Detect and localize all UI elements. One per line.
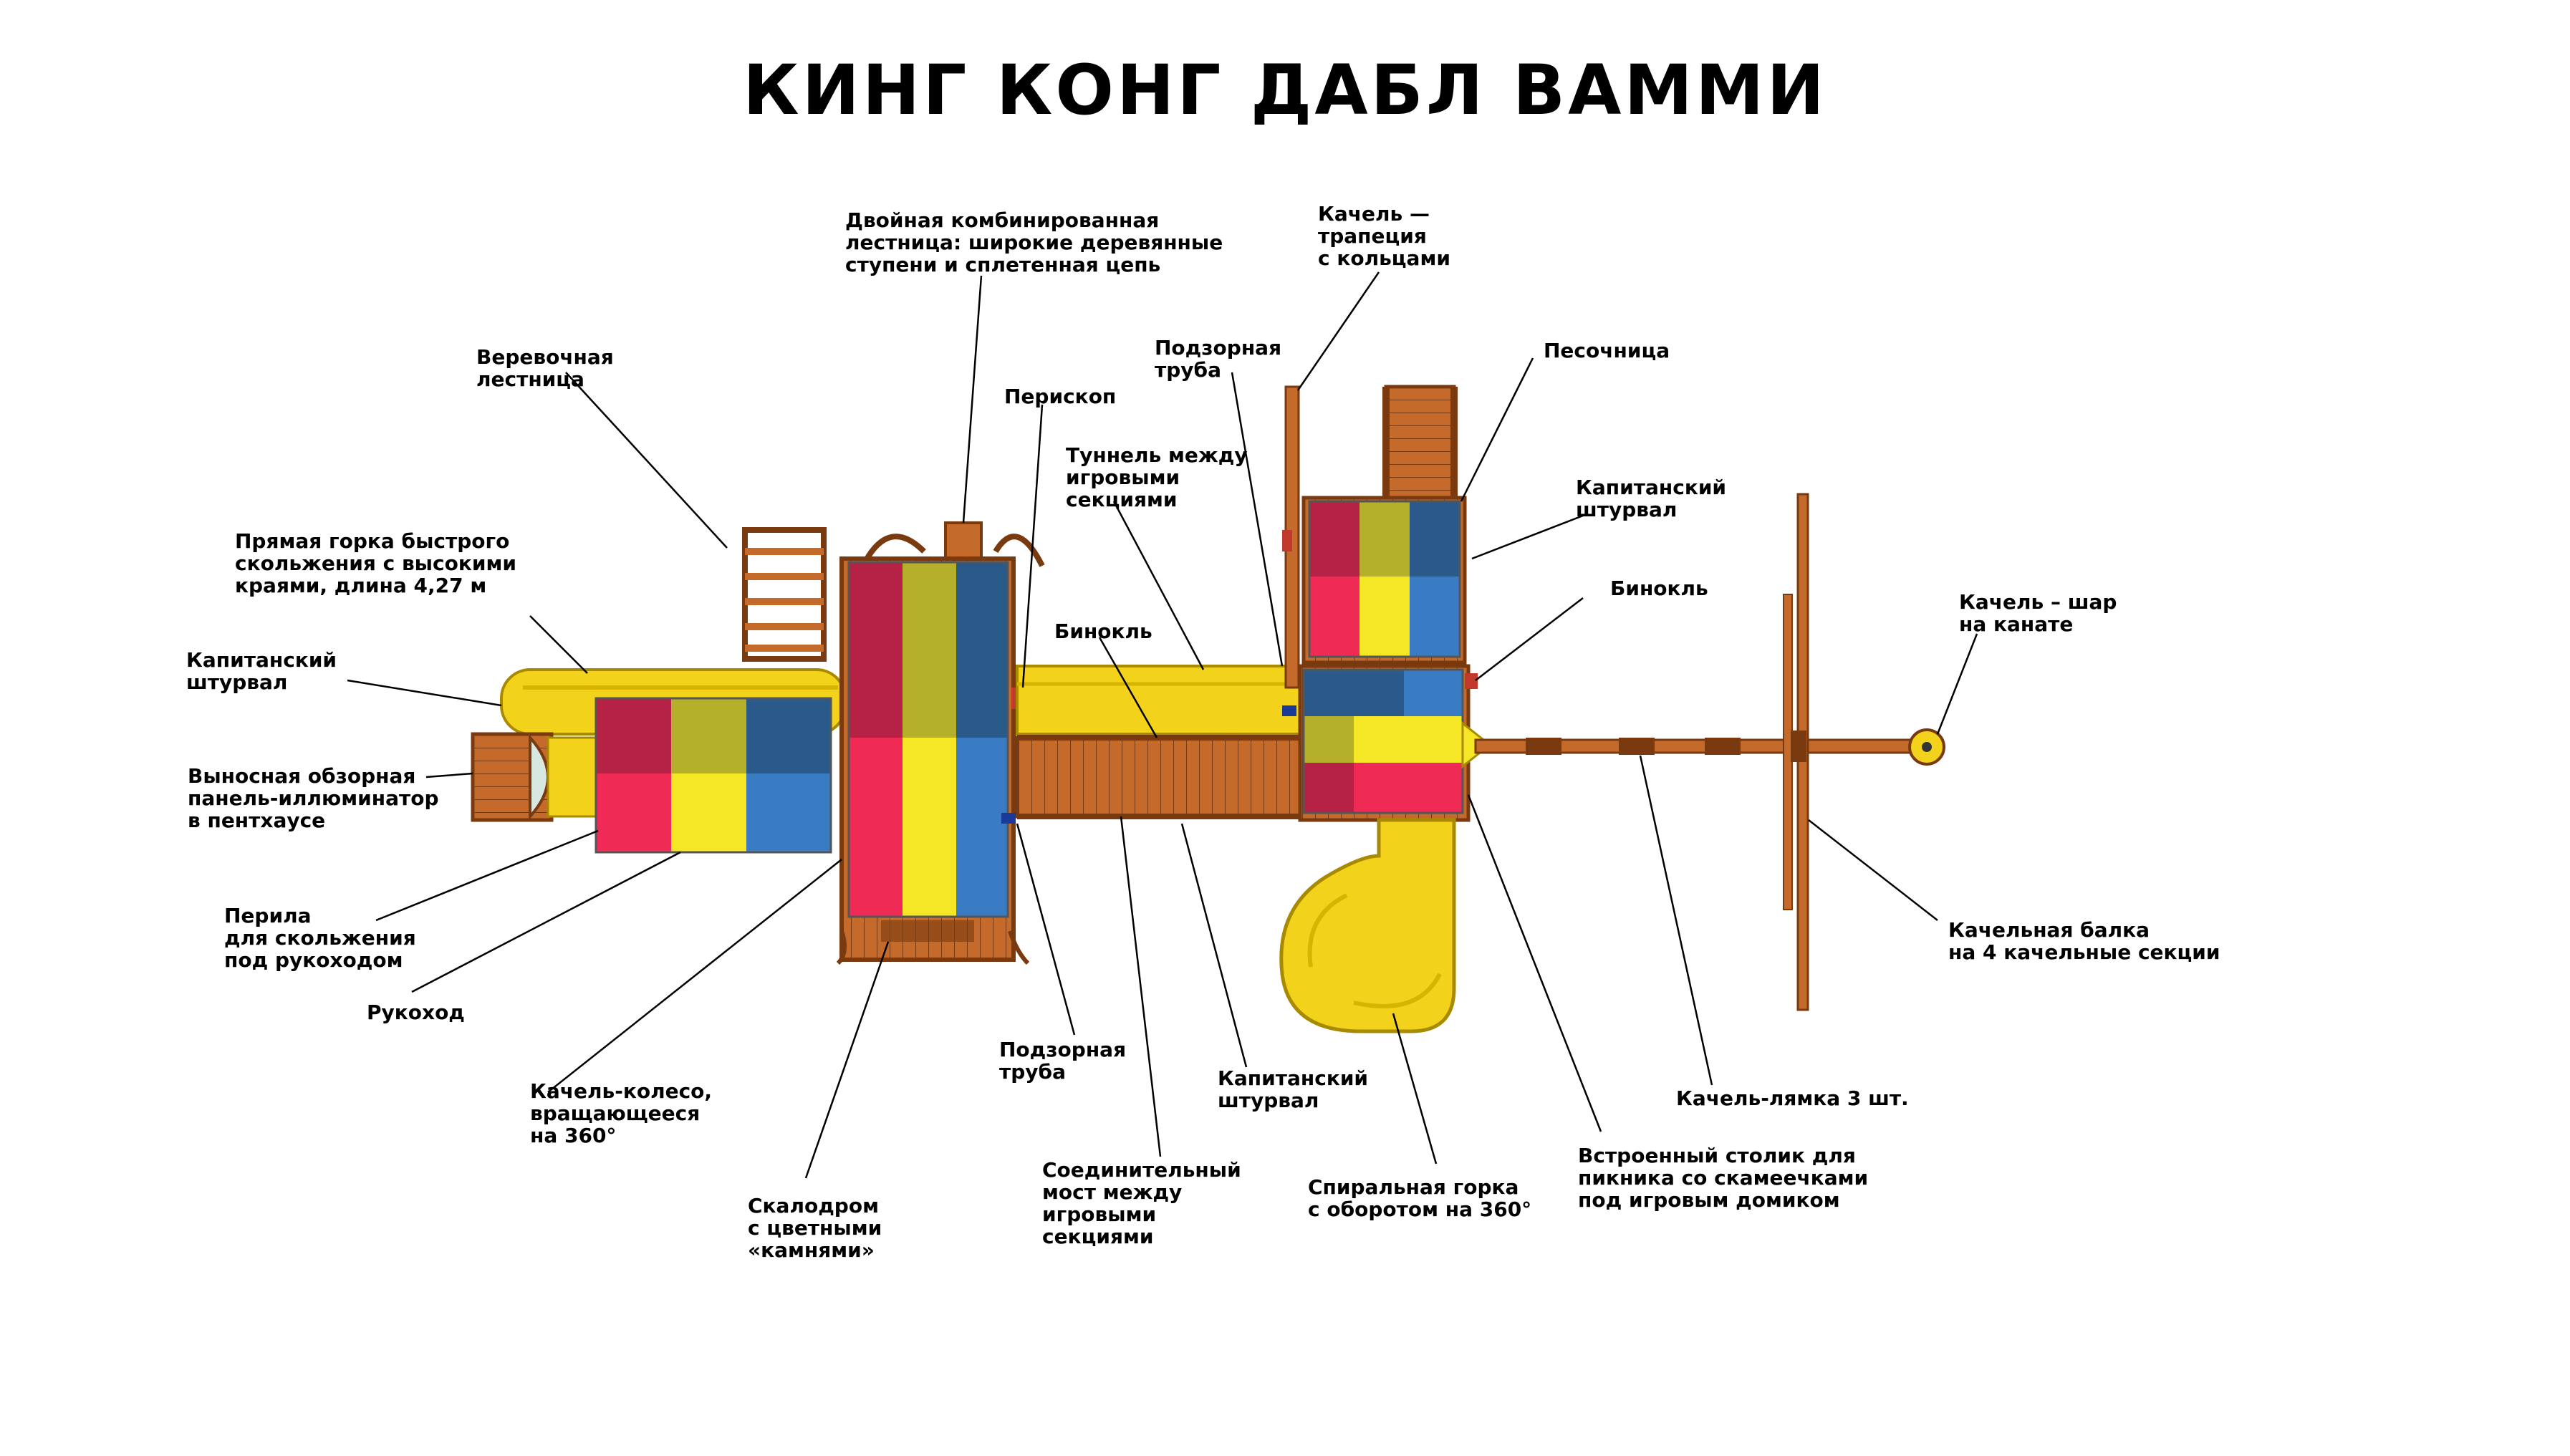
- swing-beam-arm: [1474, 738, 1921, 755]
- label-swing-beam: Качельная балка на 4 качельные секции: [1948, 918, 2220, 964]
- label-periscope: Перископ: [1004, 385, 1117, 408]
- label-spiral-slide: Спиральная горка с оборотом на 360°: [1308, 1175, 1532, 1221]
- left-roof: [595, 697, 832, 854]
- label-double-ladder: Двойная комбинированная лестница: широки…: [845, 208, 1223, 276]
- connecting-bridge: [1015, 735, 1306, 819]
- label-bridge: Соединительный мост между игровыми секци…: [1042, 1158, 1241, 1248]
- label-tire-swing: Качель-колесо, вращающееся на 360°: [530, 1079, 713, 1147]
- swing-beam-post: [1783, 493, 1809, 1011]
- label-ball-swing: Качель – шар на канате: [1959, 590, 2117, 636]
- right-tower-lower-roof: [1298, 664, 1492, 822]
- page-title: КИНГ КОНГ ДАБЛ ВАММИ: [743, 50, 1827, 130]
- tower-bottom-rails: [836, 920, 1030, 965]
- label-picnic-table: Встроенный столик для пикника со скамееч…: [1578, 1144, 1869, 1212]
- label-spyglass-top: Подзорная труба: [1155, 336, 1282, 382]
- label-monkey-bars: Рукоход: [367, 1001, 465, 1024]
- label-belt-swings: Качель-лямка 3 шт.: [1676, 1086, 1909, 1110]
- label-tunnel: Туннель между игровыми секциями: [1066, 443, 1248, 511]
- spyglass-icon: [1282, 705, 1296, 716]
- label-straight-slide: Прямая горка быстрого скольжения с высок…: [235, 529, 516, 597]
- label-sandbox: Песочница: [1544, 339, 1670, 362]
- label-wheel-left: Капитанский штурвал: [186, 648, 337, 694]
- double-ladder-top: [860, 521, 1045, 567]
- label-binoculars-right: Бинокль: [1610, 577, 1708, 600]
- label-rope-ladder: Веревочная лестница: [476, 345, 614, 391]
- label-viewing-panel: Выносная обзорная панель-иллюминатор в п…: [188, 764, 439, 832]
- spyglass-bottom-icon: [1001, 813, 1016, 824]
- rope-ladder: [742, 527, 827, 662]
- center-tower-roof: [847, 561, 1009, 918]
- tunnel: [1016, 665, 1305, 736]
- label-climbing-wall: Скалодром с цветными «камнями»: [748, 1194, 882, 1262]
- label-spyglass-bottom: Подзорная труба: [999, 1038, 1127, 1084]
- spiral-slide: [1279, 818, 1456, 1033]
- right-tower-upper-roof: [1301, 496, 1467, 665]
- label-wheel-right-top: Капитанский штурвал: [1576, 476, 1727, 521]
- label-binoculars-mid: Бинокль: [1054, 619, 1152, 643]
- label-wheel-bottom: Капитанский штурвал: [1218, 1066, 1369, 1112]
- leader-lines: [347, 271, 1978, 1179]
- viewing-panel: [471, 732, 607, 822]
- binoculars-icon: [1465, 673, 1478, 689]
- sandbox-ladder: [1382, 385, 1458, 503]
- label-rails: Перила для скольжения под рукоходом: [224, 904, 416, 972]
- label-trapeze: Качель — трапеция с кольцами: [1318, 202, 1450, 270]
- ball-swing: [1908, 728, 1945, 766]
- trapeze-beam: [1282, 385, 1300, 689]
